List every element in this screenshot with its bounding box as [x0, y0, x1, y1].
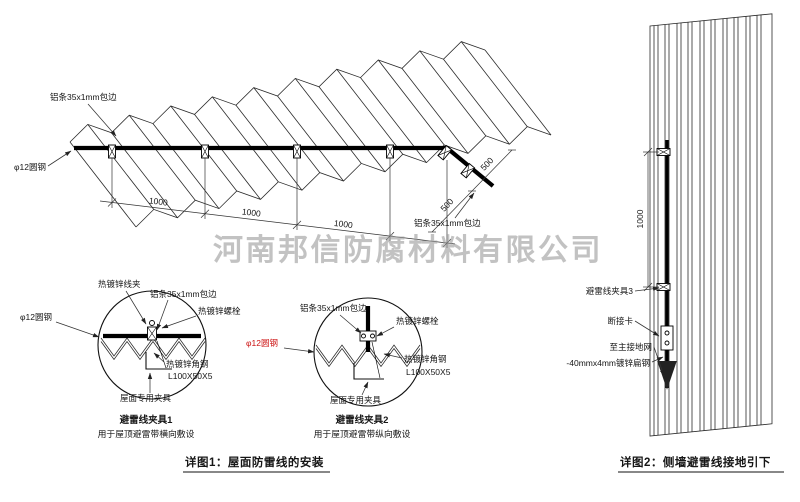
leader-alu-edge-bottom	[454, 192, 475, 219]
break-card-assembly	[660, 325, 674, 351]
detail1-subtitle: 用于屋顶避雷带横向敷设	[98, 428, 195, 439]
wall-elevation-view: 1000 避雷线夹具3 断接卡 至主接地网 -40mmx4mm镀锌扁钢	[566, 13, 773, 437]
roof-isometric-view: 1000 1000 1000 500 500 铝条35x1mm包边 φ12圆钢 …	[14, 41, 552, 248]
label-break-card: 断接卡	[607, 316, 633, 326]
leader-alu-edge-d2	[339, 314, 362, 334]
label-angle-spec-d2: L100X50X5	[406, 367, 451, 377]
label-round-steel-d2: φ12圆钢	[246, 338, 278, 348]
label-wire-clip-d1: 热镀锌线夹	[98, 279, 141, 289]
detail1-circle	[97, 290, 207, 400]
figure1-caption: 详图1：屋面防雷线的安装	[185, 455, 324, 469]
leader-flat-steel	[651, 356, 664, 363]
leader-angle-steel-d2	[383, 353, 403, 359]
detail2-clamp-assembly	[353, 330, 384, 380]
detail1-corrugation-profile	[100, 337, 206, 361]
dim-1000-c: 1000	[333, 218, 353, 230]
label-round-steel-roof: φ12圆钢	[14, 162, 46, 172]
leader-clamp3	[634, 286, 660, 292]
leader-round-steel-roof	[47, 150, 72, 167]
detail2-subtitle: 用于屋顶避雷带纵向敷设	[314, 428, 411, 439]
label-flat-steel: -40mmx4mm镀锌扁钢	[566, 358, 650, 368]
detail-circle-1: 热镀锌线夹 铝条35x1mm包边 热镀锌螺栓 φ12圆钢 热镀锌角钢 L100X…	[20, 279, 241, 439]
label-to-ground: 至主接地网	[609, 342, 652, 352]
company-watermark: 河南邦信防腐材料有限公司	[213, 234, 603, 267]
label-roof-clamp-d2: 屋面专用夹具	[330, 395, 382, 405]
dim-1000-a: 1000	[148, 195, 168, 207]
leader-round-steel-d1	[55, 321, 100, 338]
label-roof-clamp-d1: 屋面专用夹具	[120, 393, 172, 403]
label-clamp3: 避雷线夹具3	[586, 286, 634, 296]
roof-corrugated-sheet	[69, 41, 552, 228]
label-alu-edge-top: 铝条35x1mm包边	[50, 92, 117, 102]
leader-angle-steel-d1	[153, 352, 165, 363]
dim-1000-b: 1000	[241, 206, 261, 218]
leader-alu-edge-top	[87, 103, 117, 137]
leader-roof-clamp-d2	[361, 381, 369, 396]
detail1-title: 避雷线夹具1	[120, 414, 174, 426]
detail2-title: 避雷线夹具2	[336, 414, 389, 426]
label-alu-edge-d1: 铝条35x1mm包边	[150, 289, 217, 299]
detail1-clamp-assembly	[145, 320, 172, 370]
label-angle-steel-d2: 热镀锌角钢	[404, 354, 447, 364]
detail-circle-2: 铝条35x1mm包边 热镀锌螺栓 φ12圆钢 热镀锌角钢 L100X50X5 屋…	[246, 297, 451, 439]
leader-alu-edge-d1	[156, 299, 169, 331]
leader-bolt-d1	[161, 315, 197, 329]
figure2-caption: 详图2：侧墙避雷线接地引下	[620, 455, 771, 469]
label-alu-edge-d2: 铝条35x1mm包边	[300, 303, 367, 313]
dim-1000-wall: 1000	[635, 209, 645, 228]
leader-break-card	[634, 320, 660, 337]
leader-to-ground	[653, 346, 665, 377]
leader-wire-clip-d1	[125, 290, 147, 325]
label-bolt-d2: 热镀锌螺栓	[396, 316, 439, 326]
leader-bolt-d2	[376, 326, 395, 337]
label-alu-edge-bottom: 铝条35x1mm包边	[414, 218, 481, 228]
label-round-steel-d1: φ12圆钢	[20, 312, 52, 322]
roof-dimension-lines	[99, 149, 516, 248]
wall-dimension-lines	[643, 147, 659, 292]
label-angle-spec-d1: L100X50X5	[168, 371, 213, 381]
leader-round-steel-d2	[283, 347, 315, 354]
label-bolt-d1: 热镀锌螺栓	[198, 306, 241, 316]
label-angle-steel-d1: 热镀锌角钢	[166, 359, 209, 369]
